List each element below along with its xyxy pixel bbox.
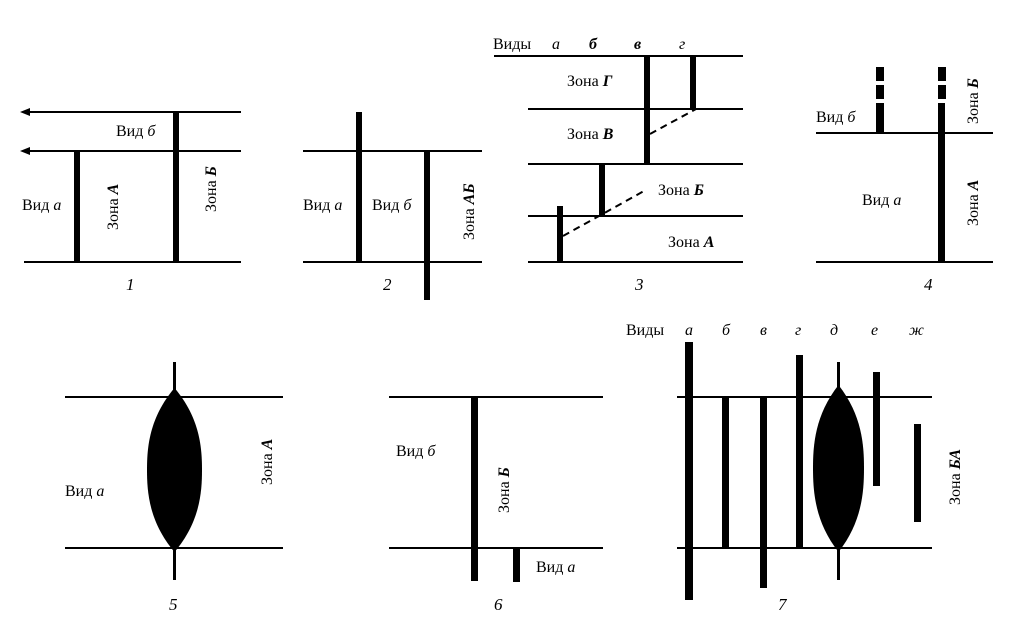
label-zone-b: Зона Б — [658, 182, 704, 199]
range-bar-species-f — [873, 372, 880, 486]
range-bar-species-d — [690, 56, 696, 109]
species-letter: а — [552, 36, 560, 53]
species-letter: г — [679, 36, 685, 53]
diagram-number: 2 — [383, 275, 392, 294]
diagram-3: Виды а б в г Зона Г Зона В Зона Б Зона А… — [493, 36, 743, 294]
succession-trend-line — [562, 190, 645, 237]
range-bar-species-a — [513, 548, 520, 582]
range-bar-species-b — [173, 112, 179, 262]
diagram-5: Вид а Зона А 5 — [65, 362, 283, 614]
range-bar-species-b-dashed — [876, 67, 884, 81]
range-bar-species-b — [471, 397, 478, 581]
range-bar-species-a-dashed — [938, 85, 946, 99]
range-bar-species-g — [914, 424, 921, 522]
species-letter: б — [722, 322, 731, 339]
diagram-number: 3 — [634, 275, 644, 294]
range-bar-species-a — [557, 206, 563, 262]
label-zone-b: Зона Б — [203, 166, 220, 212]
label-zone-g: Зона Г — [567, 73, 613, 90]
species-header: Виды — [626, 322, 664, 339]
species-letter: б — [589, 36, 598, 53]
species-header: Виды — [493, 36, 531, 53]
range-bar-species-b-dashed — [876, 85, 884, 99]
range-bar-species-b — [876, 103, 884, 133]
diagram-2: Вид а Вид б Зона АБ 2 — [303, 112, 482, 300]
range-bar-species-a-dashed — [938, 67, 946, 81]
label-zone-b: Зона Б — [496, 467, 513, 513]
succession-trend-line — [649, 108, 697, 135]
label-species-a: Вид а — [22, 197, 61, 214]
label-species-b: Вид б — [816, 109, 856, 126]
label-species-b: Вид б — [372, 197, 412, 214]
species-letter: д — [830, 322, 838, 339]
range-bar-species-b — [722, 397, 729, 548]
diagram-number: 4 — [924, 275, 933, 294]
diagram-7: Виды а б в г д е ж Зона БА 7 — [626, 322, 964, 614]
diagram-number: 7 — [778, 595, 788, 614]
label-zone-a: Зона А — [965, 179, 982, 226]
label-species-a: Вид а — [303, 197, 342, 214]
range-bar-species-c — [760, 397, 767, 588]
label-zone-a: Зона А — [668, 234, 715, 251]
label-species-b: Вид б — [116, 123, 156, 140]
arrow-left-icon — [20, 147, 30, 155]
label-species-a: Вид а — [65, 483, 104, 500]
range-bar-species-a — [938, 103, 945, 262]
diagram-number: 1 — [126, 275, 135, 294]
species-letter: а — [685, 322, 693, 339]
diagram-6: Вид б Вид а Зона Б 6 — [389, 396, 603, 614]
species-letter: в — [760, 322, 767, 339]
label-species-a: Вид а — [862, 192, 901, 209]
label-zone-v: Зона В — [567, 126, 614, 143]
label-zone-ba: Зона БА — [947, 449, 964, 505]
species-letter: ж — [909, 322, 924, 339]
species-letter: в — [634, 36, 641, 53]
species-letter: е — [871, 322, 878, 339]
range-bar-species-a — [74, 151, 80, 262]
range-bar-species-a — [356, 112, 362, 262]
diagram-1: Вид б Вид а Зона А Зона Б 1 — [20, 108, 241, 294]
abundance-shape-species-e — [813, 385, 864, 552]
label-zone-a: Зона А — [105, 183, 122, 230]
abundance-shape-species-a — [147, 388, 202, 552]
label-species-a: Вид а — [536, 559, 575, 576]
diagram-4: Вид б Вид а Зона Б Зона А 4 — [816, 67, 993, 294]
range-bar-species-a — [685, 342, 693, 600]
label-zone-b: Зона Б — [965, 78, 982, 124]
label-zone-a: Зона А — [259, 438, 276, 485]
range-bar-species-b — [599, 164, 605, 216]
range-bar-species-d — [796, 355, 803, 548]
diagram-number: 5 — [169, 595, 178, 614]
range-bar-species-b — [424, 151, 430, 300]
label-zone-ab: Зона АБ — [461, 183, 478, 240]
label-species-b: Вид б — [396, 443, 436, 460]
diagram-number: 6 — [494, 595, 503, 614]
range-bar-species-c — [644, 56, 650, 164]
species-letter: г — [795, 322, 801, 339]
arrow-left-icon — [20, 108, 30, 116]
